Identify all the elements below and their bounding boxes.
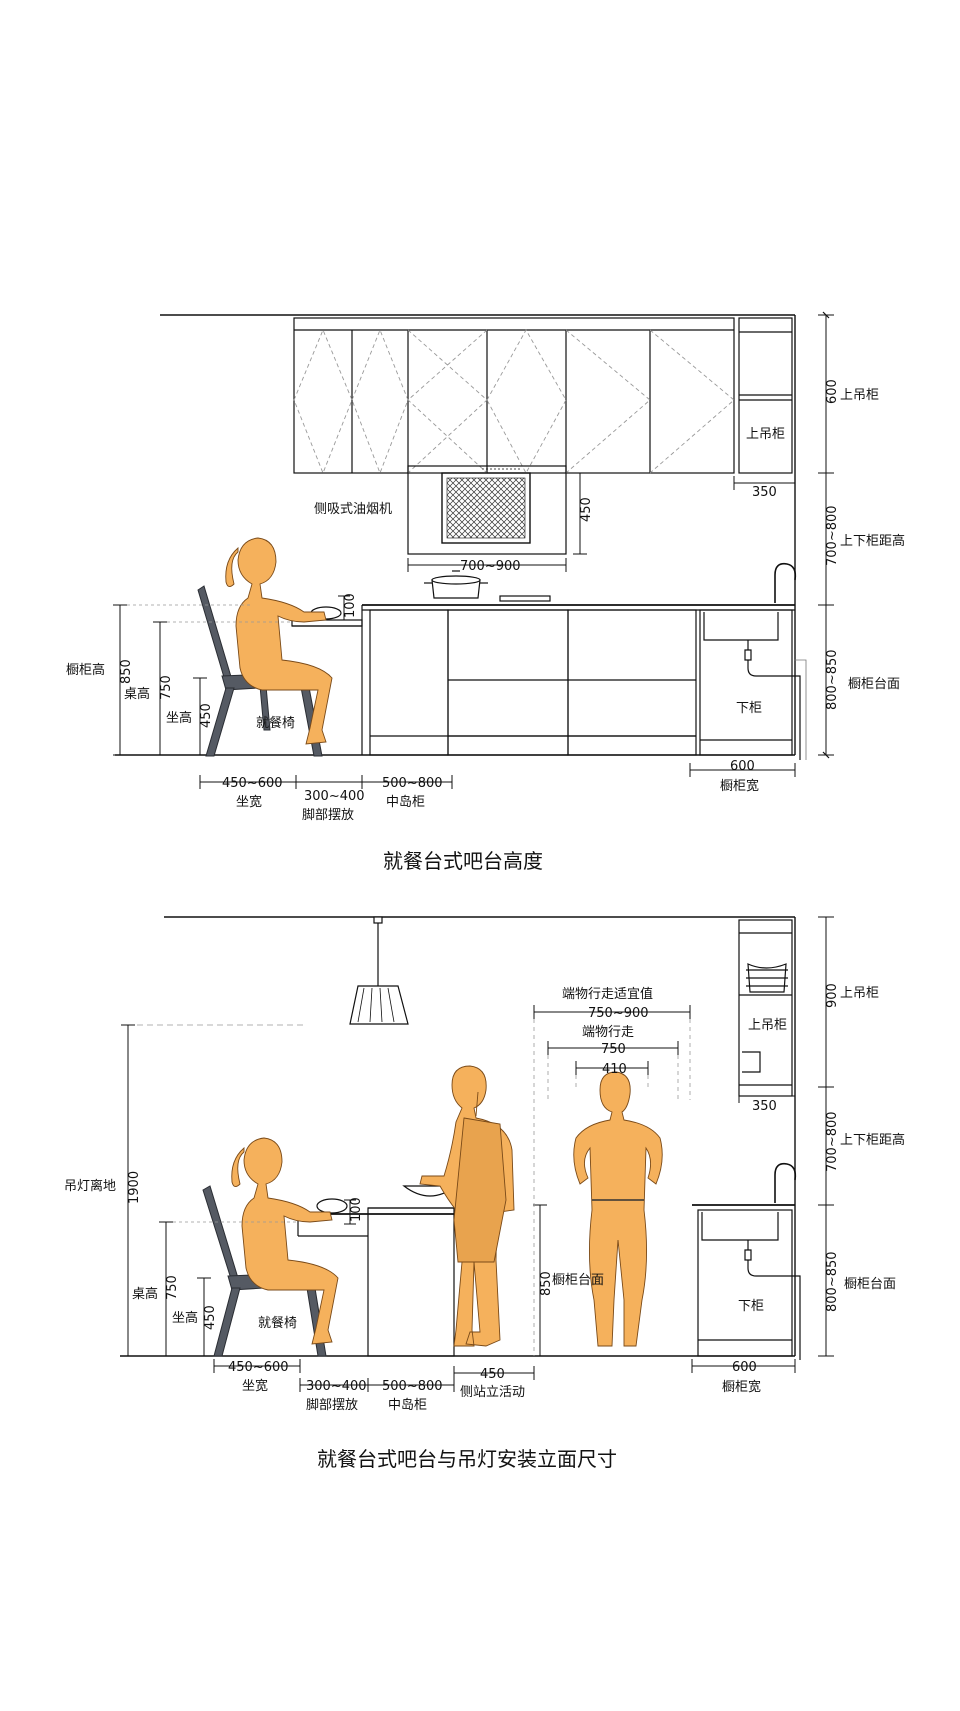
dim-gap: 700~800 <box>825 505 840 566</box>
label-upper-cabinet-2: 上吊柜 <box>840 986 879 1001</box>
dim-750: 750 <box>159 675 174 700</box>
label-lower-cabinet: 下柜 <box>736 701 762 716</box>
label-dining-chair-2: 就餐椅 <box>258 1315 297 1331</box>
dim-upper-height-2: 900 <box>825 983 840 1008</box>
dim-1900: 1900 <box>127 1171 142 1204</box>
seated-woman <box>225 537 333 745</box>
upper-cabinet-run <box>293 317 735 475</box>
dimensions-2 <box>121 916 834 1392</box>
standing-person-front <box>573 1071 663 1347</box>
label-island-2: 中岛柜 <box>388 1397 427 1413</box>
label-seat-width: 坐宽 <box>236 794 262 810</box>
label-cabinet-width: 橱柜宽 <box>720 778 759 794</box>
label-range-hood: 侧吸式油烟机 <box>314 502 392 517</box>
label-dining-chair: 就餐椅 <box>256 715 295 731</box>
labels-2: 上吊柜 上吊柜 900 350 上下柜距高 700~800 橱柜台面 800~8… <box>64 983 905 1471</box>
dimensions-1 <box>113 311 834 789</box>
base-cabinets <box>362 562 807 760</box>
dim-seat-width: 450~600 <box>222 776 283 791</box>
label-upper-lower-gap: 上下柜距高 <box>840 533 905 549</box>
dim-foot-2: 300~400 <box>306 1379 367 1394</box>
label-stand: 侧站立活动 <box>460 1385 525 1400</box>
label-lower-cabinet-2: 下柜 <box>738 1299 764 1314</box>
label-island: 中岛柜 <box>386 794 425 810</box>
label-seat-height-2: 坐高 <box>172 1310 198 1326</box>
caption-1: 就餐台式吧台高度 <box>383 849 543 873</box>
side-shelf <box>738 317 793 474</box>
label-foot: 脚部摆放 <box>302 807 354 823</box>
dim-cabinet-width: 600 <box>730 759 755 774</box>
dim-island: 500~800 <box>382 776 443 791</box>
standing-person-cooking <box>419 1065 515 1347</box>
label-upper-lower-gap-2: 上下柜距高 <box>840 1132 905 1148</box>
labels-1: 上吊柜 上吊柜 600 350 上下柜距高 700~800 橱柜台面 800~8… <box>66 379 905 873</box>
dim-walk: 750 <box>601 1042 626 1057</box>
dim-seat-width-2: 450~600 <box>228 1360 289 1375</box>
seated-woman-2 <box>231 1137 339 1345</box>
dim-100: 100 <box>343 593 358 618</box>
dim-750-2: 750 <box>165 1275 180 1300</box>
label-seat-height: 坐高 <box>166 710 192 726</box>
range-hood <box>407 465 567 555</box>
dim-foot: 300~400 <box>304 789 365 804</box>
dim-depth-350-2: 350 <box>752 1099 777 1114</box>
pot <box>424 570 551 602</box>
label-table-height: 桌高 <box>124 686 150 702</box>
dim-gap-2: 700~800 <box>825 1111 840 1172</box>
dim-upper-height: 600 <box>825 379 840 404</box>
label-bar-height: 橱柜高 <box>66 662 105 678</box>
label-counter-mid: 橱柜台面 <box>552 1273 604 1288</box>
label-upper-cabinet-side: 上吊柜 <box>746 427 785 442</box>
dim-hood-height: 450 <box>579 497 594 522</box>
dim-cabinet-width-2: 600 <box>732 1360 757 1375</box>
label-seat-width-2: 坐宽 <box>242 1378 268 1394</box>
dim-walk-ideal: 750~900 <box>588 1006 649 1021</box>
label-table-height-2: 桌高 <box>132 1286 158 1302</box>
diagram-2 <box>120 916 834 1392</box>
label-walk-ideal: 端物行走适宜值 <box>562 986 653 1002</box>
dim-counter-height: 800~850 <box>825 649 840 710</box>
caption-2: 就餐台式吧台与吊灯安装立面尺寸 <box>317 1447 617 1471</box>
dim-100-2: 100 <box>349 1197 364 1222</box>
diagram-1 <box>113 311 834 789</box>
label-upper-cabinet: 上吊柜 <box>840 388 879 403</box>
dim-850-2: 850 <box>539 1271 554 1296</box>
dim-850: 850 <box>119 659 134 684</box>
label-counter-surface-2: 橱柜台面 <box>844 1277 896 1292</box>
label-foot-2: 脚部摆放 <box>306 1397 358 1413</box>
dim-stand: 450 <box>480 1367 505 1382</box>
label-upper-cabinet-side-2: 上吊柜 <box>748 1018 787 1033</box>
base-cabinet-2 <box>692 1162 801 1360</box>
label-walk: 端物行走 <box>582 1025 634 1040</box>
pendant-lamp <box>349 916 409 1025</box>
dim-hood-width: 700~900 <box>460 559 521 574</box>
dim-depth-350: 350 <box>752 485 777 500</box>
dim-counter-height-2: 800~850 <box>825 1251 840 1312</box>
label-counter-surface: 橱柜台面 <box>848 677 900 692</box>
dim-450: 450 <box>199 703 214 728</box>
dim-450-2: 450 <box>203 1305 218 1330</box>
side-shelf-2 <box>738 919 793 1097</box>
label-lamp-height: 吊灯离地 <box>64 1178 116 1194</box>
label-cabinet-width-2: 橱柜宽 <box>722 1379 761 1395</box>
dim-island-2: 500~800 <box>382 1379 443 1394</box>
dim-shoulder: 410 <box>602 1062 627 1077</box>
